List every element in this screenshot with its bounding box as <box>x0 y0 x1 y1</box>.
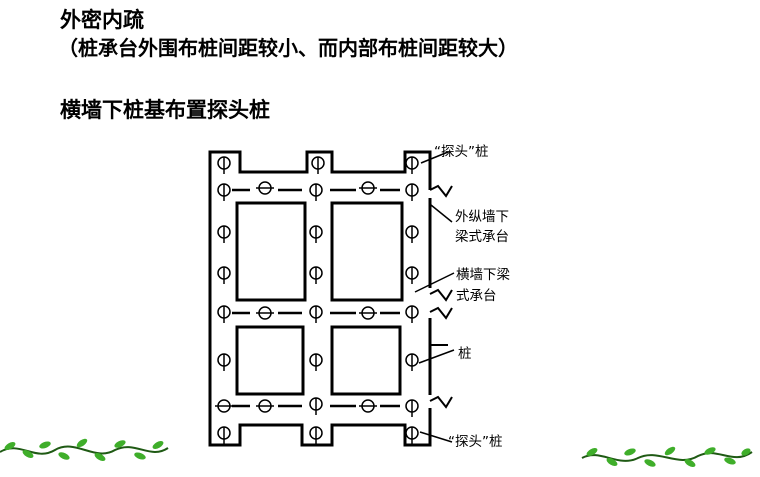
opening-bottom-left <box>235 325 305 396</box>
vine-decoration-right <box>581 446 753 467</box>
label-cross-wall-cap-line-2: 式承台 <box>456 288 497 304</box>
leader-cross-wall <box>414 272 455 293</box>
title-line-2: （桩承台外围布桩间距较小、而内部布桩间距较大） <box>58 36 518 60</box>
label-probe-pile-bottom: “探头”桩 <box>448 434 503 450</box>
leader-pile <box>418 349 455 364</box>
pile-symbols <box>215 156 419 444</box>
break-mark <box>429 395 453 409</box>
break-marks <box>429 184 453 409</box>
leader-lines <box>414 151 455 443</box>
break-mark <box>429 306 453 320</box>
title-line-1: 外密内疏 <box>60 7 144 32</box>
label-pile: 桩 <box>458 346 472 362</box>
label-probe-pile-top: “探头”桩 <box>434 144 489 160</box>
break-mark <box>429 184 453 198</box>
label-outer-wall-cap-line-2: 梁式承台 <box>455 229 509 245</box>
cap-outline <box>208 150 448 447</box>
label-outer-wall-cap-line-1: 外纵墙下 <box>455 209 509 225</box>
section-heading: 横墙下桩基布置探头桩 <box>60 97 270 122</box>
opening-top-right <box>330 201 404 302</box>
opening-top-left <box>235 201 307 302</box>
leader-probe-bottom <box>419 431 453 443</box>
vine-decoration-left <box>0 438 169 461</box>
opening-bottom-right <box>330 325 402 396</box>
break-mark <box>429 288 453 302</box>
leader-outer-wall <box>430 204 453 223</box>
outer-boundary <box>208 150 432 447</box>
leader-probe-top <box>420 151 449 164</box>
label-cross-wall-cap-line-1: 横墙下梁 <box>456 267 510 283</box>
inner-openings <box>235 201 404 396</box>
